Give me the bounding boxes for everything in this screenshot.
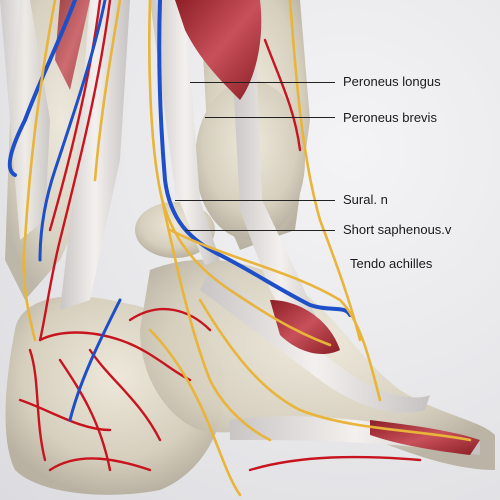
nerves [22, 0, 472, 497]
arteries [18, 0, 422, 472]
muscles [55, 0, 480, 455]
label-peroneus-brevis: Peroneus brevis [343, 110, 437, 125]
leader-line-short-saphenous-vein [185, 230, 335, 231]
leader-line-peroneus-longus [190, 82, 335, 83]
label-sural-nerve: Sural. n [343, 192, 388, 207]
label-tendo-achilles: Tendo achilles [350, 256, 433, 271]
leader-line-peroneus-brevis [205, 117, 335, 118]
label-short-saphenous-vein: Short saphenous.v [343, 222, 452, 237]
leader-line-sural-nerve [175, 200, 335, 201]
label-peroneus-longus: Peroneus longus [343, 74, 441, 89]
